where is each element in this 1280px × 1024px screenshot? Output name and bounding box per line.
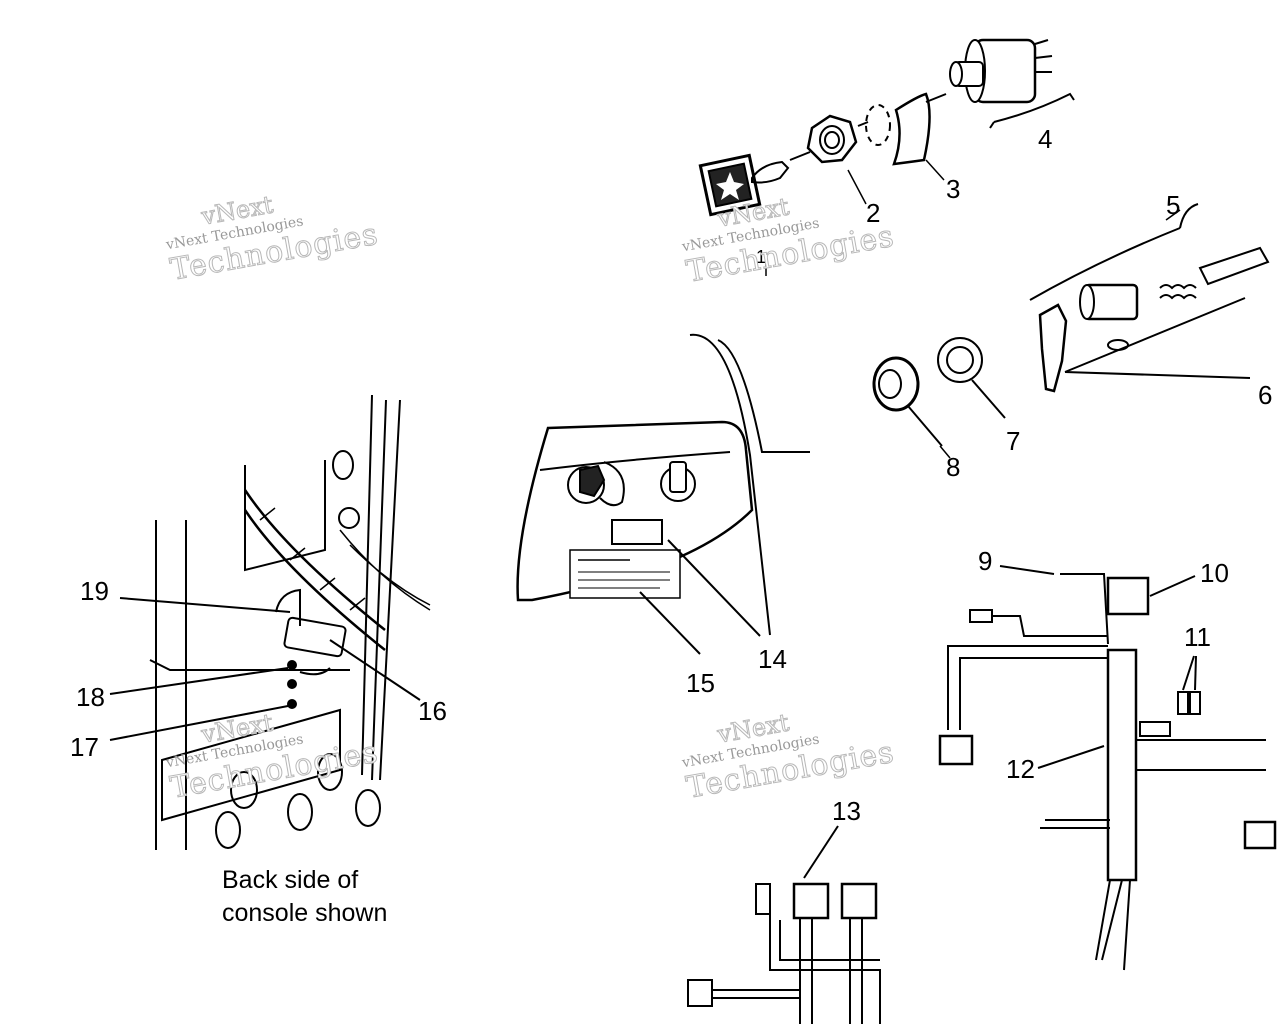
- callout-10: 10: [1200, 558, 1229, 588]
- lock-washer-part: [937, 337, 1006, 419]
- hex-nut-part: [806, 114, 869, 164]
- callout-9: 9: [978, 546, 993, 576]
- callout-14: 14: [758, 644, 787, 674]
- sub-harness-part: [687, 825, 881, 1024]
- bezel-part: [892, 92, 947, 166]
- lever-switch-part: [1029, 203, 1270, 393]
- console-back-view: [109, 394, 431, 850]
- callout-2: 2: [866, 198, 881, 228]
- console-panel: [516, 333, 810, 655]
- wiring-harness-part: [938, 565, 1277, 971]
- callout-1: 1: [756, 247, 767, 267]
- caption-line-1: Back side of: [222, 866, 359, 894]
- callout-5: 5: [1166, 190, 1181, 220]
- callout-4: 4: [1038, 124, 1053, 154]
- callout-12: 12: [1006, 754, 1035, 784]
- callout-19: 19: [80, 576, 109, 606]
- callout-13: 13: [832, 796, 861, 826]
- callout-11: 11: [1184, 622, 1211, 652]
- callout-18: 18: [76, 682, 105, 712]
- knurled-nut-part: [872, 356, 943, 447]
- leader-lines: [765, 159, 1181, 459]
- ignition-key-part: [698, 151, 811, 217]
- dashed-ring-part: [865, 104, 891, 146]
- console-caption: Back side of console shown: [222, 864, 387, 929]
- callout-17: 17: [70, 732, 99, 762]
- callout-8: 8: [946, 452, 961, 482]
- callout-6: 6: [1258, 380, 1273, 410]
- callout-3: 3: [946, 174, 961, 204]
- ignition-switch-part: [949, 38, 1075, 129]
- callout-7: 7: [1006, 426, 1021, 456]
- callout-16: 16: [418, 696, 447, 726]
- callout-15: 15: [686, 668, 715, 698]
- caption-line-2: console shown: [222, 898, 388, 927]
